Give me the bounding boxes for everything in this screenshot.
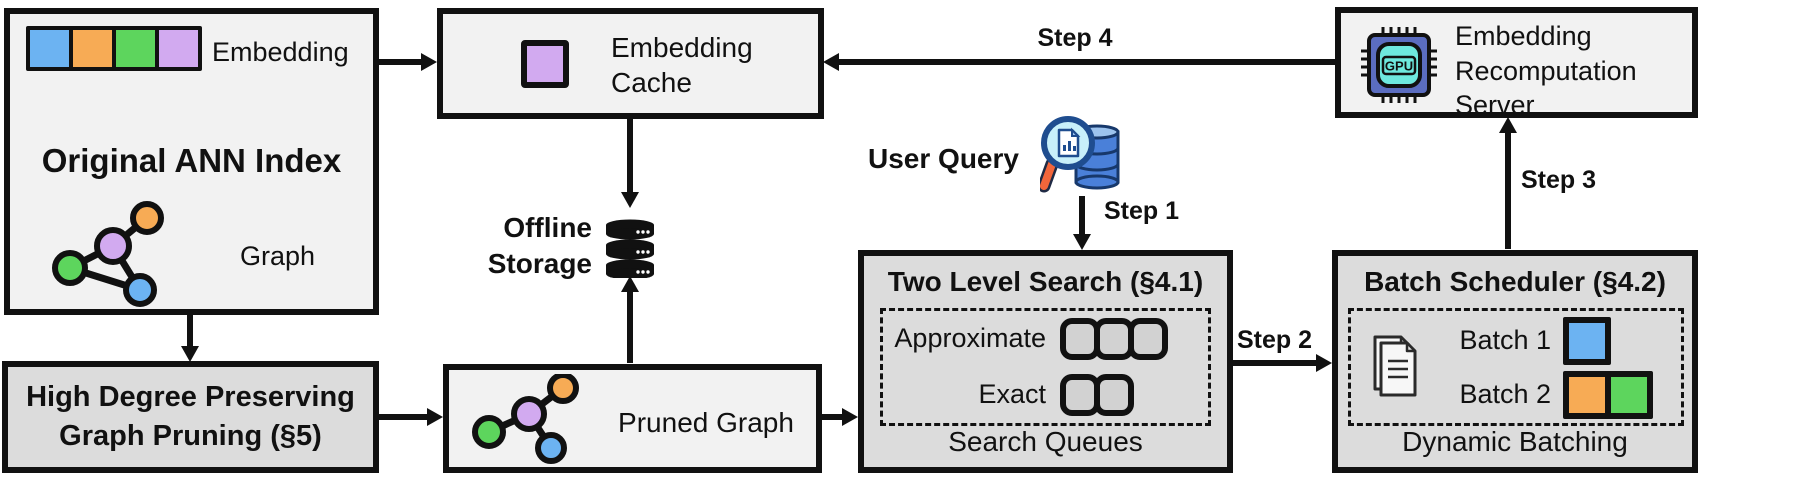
recomputation-server-box: GPU Embedding Recomputation Server [1335,7,1698,120]
dynamic-batching-label: Dynamic Batching [1402,426,1628,457]
embedding-cache-box: Embedding Cache [437,8,824,119]
graph-pruning-box: High Degree Preserving Graph Pruning (§5… [2,361,379,473]
batch2-row: Batch 2 [1443,371,1675,419]
queue-slot [1094,318,1134,360]
batch-rows: Batch 1 Batch 2 [1443,317,1675,419]
embedding-cell-blue [30,30,69,67]
original-ann-index-box: Embedding Original ANN Index Graph [4,8,379,315]
embedding-cell-orange [73,30,112,67]
search-queues-panel: Approximate Exact [880,308,1211,426]
pruned-graph-label: Pruned Graph [618,407,794,438]
embedding-cell-purple [159,30,198,67]
step2-label: Step 2 [1237,326,1313,354]
graph-icon [52,201,164,307]
exact-queue-slots [1060,374,1202,416]
batch2-items [1563,371,1675,419]
batch2-label: Batch 2 [1459,379,1551,410]
embedding-cache-label: Embedding Cache [611,32,753,98]
batch1-items [1563,317,1675,365]
arrow-step4-server-to-cache [823,53,1336,71]
embedding-vector-icon [26,26,202,71]
query-search-icon [1040,116,1120,193]
arrow-annindex-to-pruning [181,313,199,362]
recomputation-server-label: Embedding Recomputation Server [1455,21,1637,121]
arrow-step1-query-to-search [1073,196,1091,250]
approximate-queue-row: Approximate [889,311,1202,367]
ann-index-title: Original ANN Index [41,142,342,179]
two-level-search-title: Two Level Search (§4.1) [887,266,1204,297]
batch-item-blue [1563,317,1611,365]
queue-slot [1094,374,1134,416]
pruned-graph-icon [472,374,579,464]
approximate-queue-slots [1060,318,1202,360]
dynamic-batching-panel: Batch 1 Batch 2 [1348,308,1684,426]
approximate-label: Approximate [894,323,1046,354]
batch-scheduler-title: Batch Scheduler (§4.2) [1364,266,1666,297]
pruned-graph-box: Pruned Graph [443,364,822,473]
arrow-step3-scheduler-to-server [1499,117,1517,249]
gpu-chip-icon: GPU [1361,27,1437,103]
database-icon [606,219,654,278]
step4-label: Step 4 [1037,24,1113,52]
exact-label: Exact [978,379,1046,410]
step3-label: Step 3 [1521,166,1597,194]
arrow-cache-to-storage [621,117,639,208]
arrow-prunedgraph-to-storage [621,276,639,363]
gpu-chip-label: GPU [1385,59,1413,74]
cached-embedding-icon [521,40,569,88]
embedding-label: Embedding [212,37,349,67]
step1-label: Step 1 [1104,197,1180,225]
documents-icon [1373,335,1417,397]
magnifier-icon [1040,116,1095,193]
batch1-row: Batch 1 [1443,317,1675,365]
graph-label: Graph [240,241,316,271]
offline-storage-label: Offline Storage [487,212,592,280]
batch-item-orange [1563,371,1611,419]
arrow-pruning-to-prunedgraph [379,408,443,426]
embedding-cell-green [116,30,155,67]
user-query-label: User Query [868,143,1019,174]
queue-slot [1128,318,1168,360]
arrow-annindex-to-cache [378,53,437,71]
graph-pruning-label: High Degree Preserving Graph Pruning (§5… [26,380,355,452]
arrow-step2-search-to-scheduler [1232,354,1332,372]
queue-slot [1060,318,1100,360]
batch-scheduler-box: Batch Scheduler (§4.2) Batch 1 [1332,250,1698,473]
search-queues-label: Search Queues [948,426,1143,457]
batch-item-green [1605,371,1653,419]
two-level-search-box: Two Level Search (§4.1) Approximate Exac… [858,250,1233,473]
arrow-prunedgraph-to-search [821,408,858,426]
exact-queue-row: Exact [889,367,1202,423]
batch1-label: Batch 1 [1459,325,1551,356]
